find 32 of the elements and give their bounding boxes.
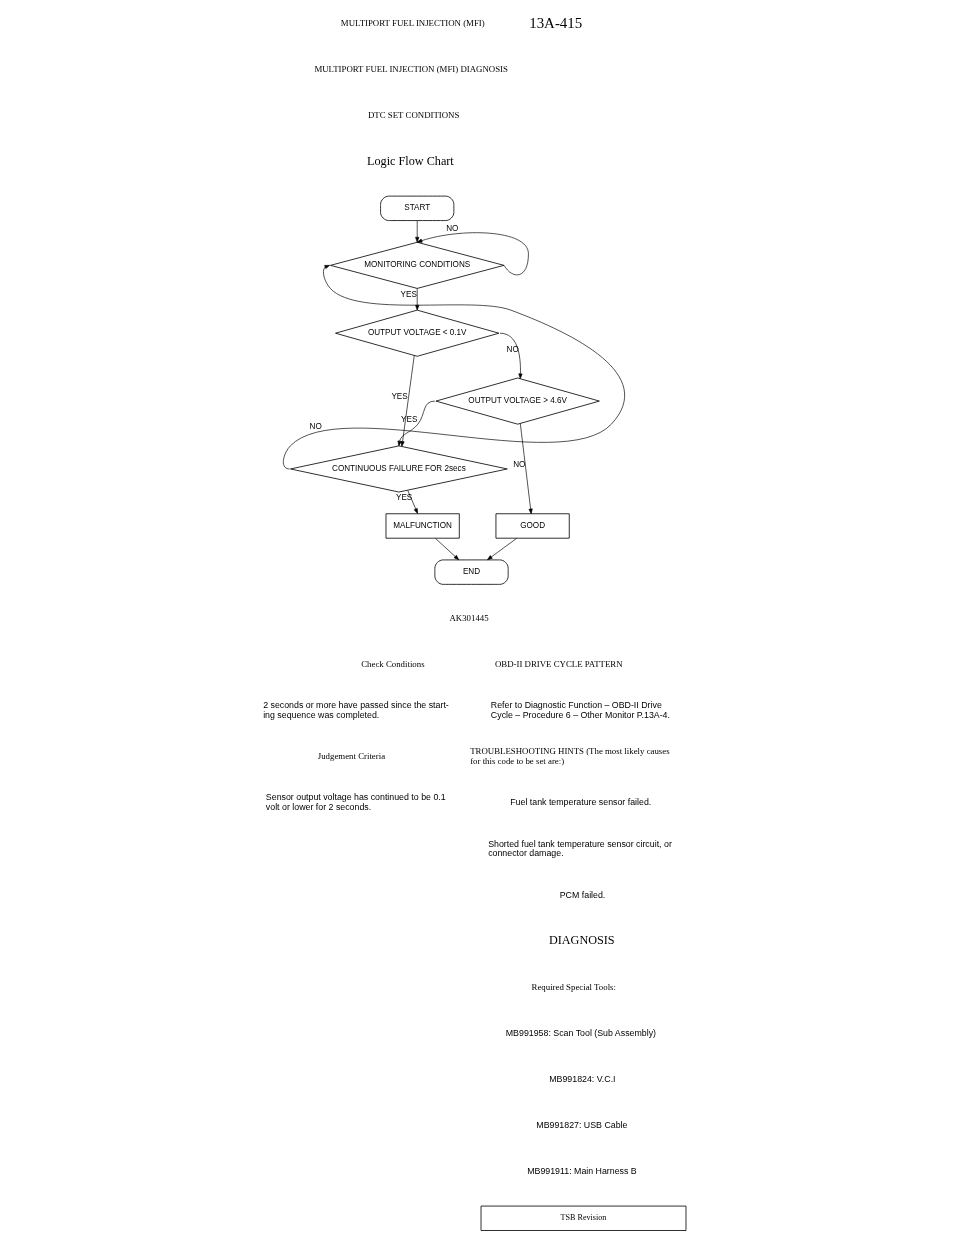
- label: Refer to Diagnostic Function – OBD-II Drive Cycle – Procedure 6 – Other Monitor P.13A-4.: [490, 700, 670, 720]
- label: 2 seconds or more have passed since the start-ing sequence was completed.: [263, 700, 449, 720]
- arrow: [416, 232, 529, 276]
- label: TROUBLESHOOTING HINTS (The most likely causes for this code to be set are:): [470, 746, 670, 766]
- label: Required Special Tools:: [531, 981, 616, 992]
- label: MULTIPORT FUEL INJECTION (MFI): [340, 18, 485, 29]
- label: MB991911: Main Harness B: [527, 1166, 637, 1177]
- label: MULTIPORT FUEL INJECTION (MFI) DIAGNOSIS: [314, 64, 508, 75]
- label: Shorted fuel tank temperature sensor circuit, or connector damage.: [488, 838, 672, 859]
- label: Sensor output voltage has continued to be 0.1 volt or lower for 2 seconds.: [265, 792, 446, 812]
- label: DTC SET CONDITIONS: [368, 110, 460, 121]
- label: Check Conditions: [361, 658, 425, 669]
- label: MB991827: USB Cable: [536, 1120, 628, 1131]
- arrow: [415, 220, 420, 243]
- label: Logic Flow Chart: [366, 154, 454, 169]
- arrow: [397, 400, 436, 447]
- label: Fuel tank temperature sensor failed.: [510, 797, 652, 808]
- label: PCM failed.: [559, 889, 606, 900]
- arrow: [407, 490, 418, 514]
- label: MB991824: V.C.I: [549, 1074, 616, 1085]
- label: Judgement Criteria: [317, 751, 386, 762]
- arrow: [487, 538, 517, 561]
- label: DIAGNOSIS: [548, 933, 615, 948]
- label: 13A-415: [529, 14, 583, 31]
- label: AK301445: [449, 612, 489, 623]
- arrow: [400, 355, 415, 447]
- arrow: [435, 538, 460, 561]
- arrow: [499, 332, 523, 379]
- arrow: [415, 288, 420, 311]
- arrow: [519, 423, 533, 515]
- label: OBD-II DRIVE CYCLE PATTERN: [494, 658, 623, 669]
- label: MB991958: Scan Tool (Sub Assembly): [505, 1027, 657, 1038]
